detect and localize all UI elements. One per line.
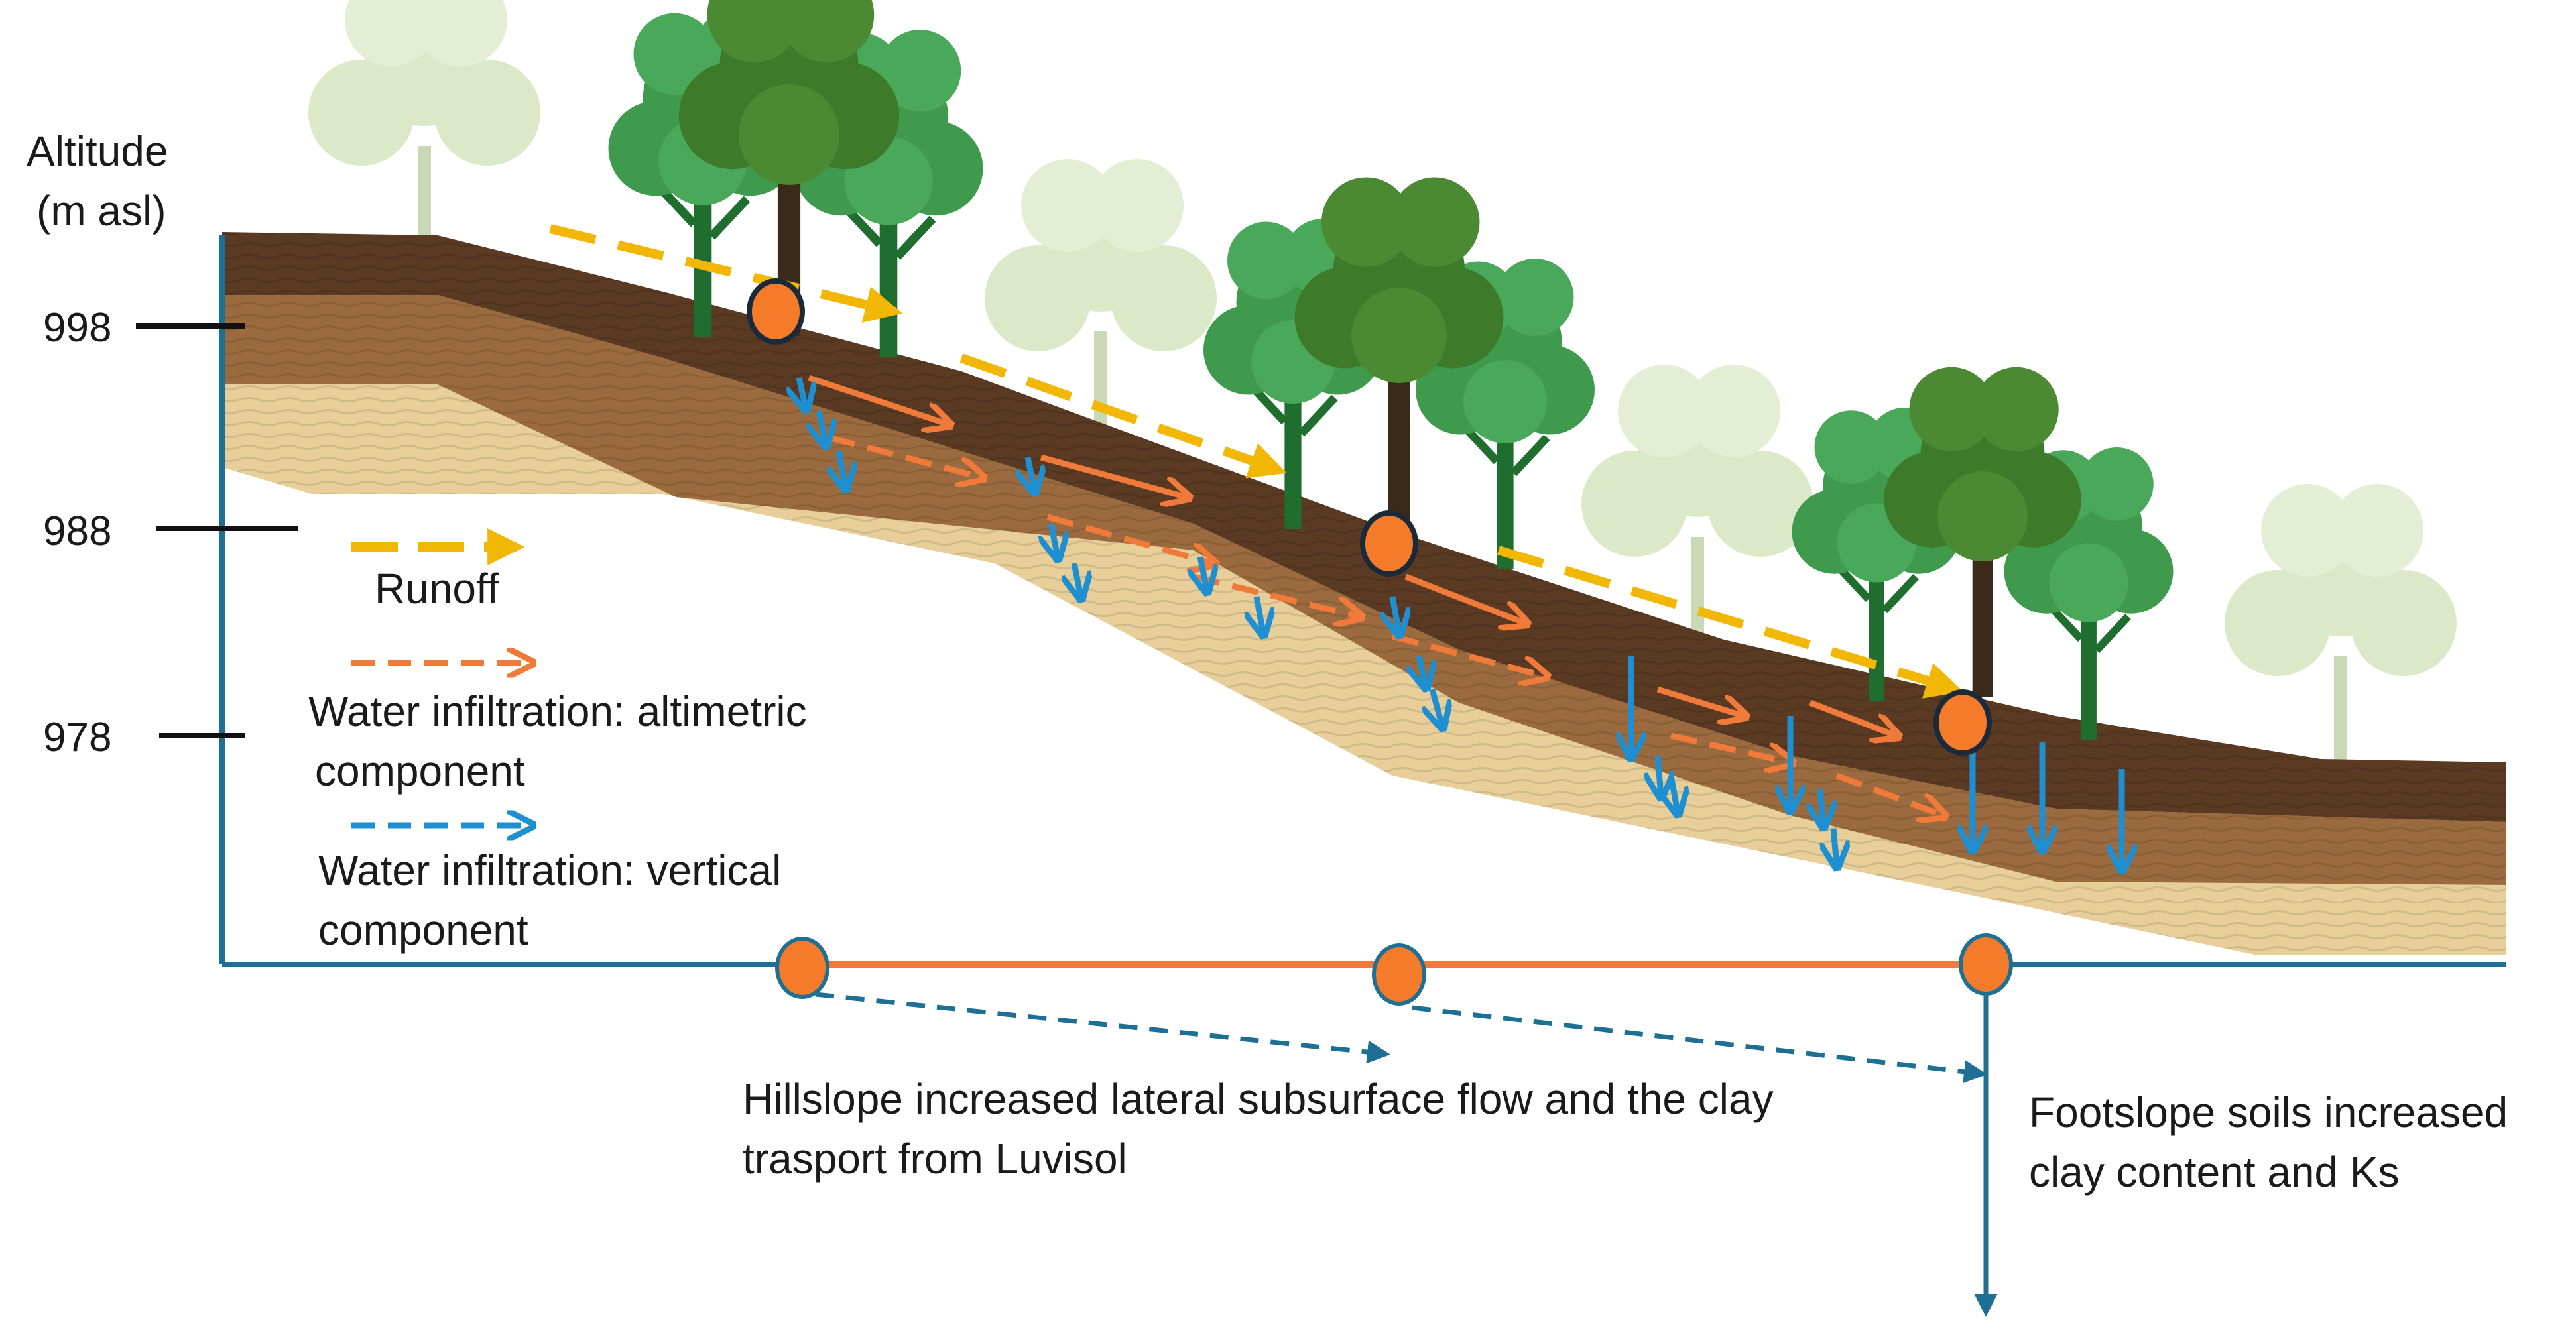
altimetric-infiltration-arrows [808,375,1943,815]
hillslope-annotation-2: trasport from Luvisol [743,1135,1127,1183]
tick-978: 978 [43,715,111,760]
annotation-arrows [815,992,1998,1317]
vertical-infiltration-arrows [799,377,2122,868]
footslope-annotation-1: Footslope soils increased [2029,1088,2508,1136]
tick-998: 998 [43,305,111,351]
slope-sampling-points [747,278,1992,756]
runoff-arrows [549,224,1963,699]
axis-title-line2: (m asl) [36,187,166,235]
hillslope-annotation-1: Hillslope increased lateral subsurface f… [743,1075,1774,1123]
legend-swatches [351,528,530,825]
footslope-annotation-2: clay content and Ks [2029,1148,2400,1196]
legend-vertical-label-2: component [318,906,528,954]
faded-tree-icon [308,0,540,252]
faded-tree-icon [1581,365,1813,643]
tick-988: 988 [43,508,111,554]
tree-icon [1884,367,2081,697]
axis-title-line1: Altitude [27,127,168,175]
faded-tree-icon [2225,484,2457,762]
baseline-sampling-points [775,933,2013,1006]
legend-altimetric-label-1: Water infiltration: altimetric [308,687,807,735]
legend-vertical-label-1: Water infiltration: vertical [318,846,781,894]
tree-icon [1294,177,1504,526]
legend-altimetric-label-2: component [315,747,525,795]
legend-runoff-label: Runoff [375,565,499,612]
